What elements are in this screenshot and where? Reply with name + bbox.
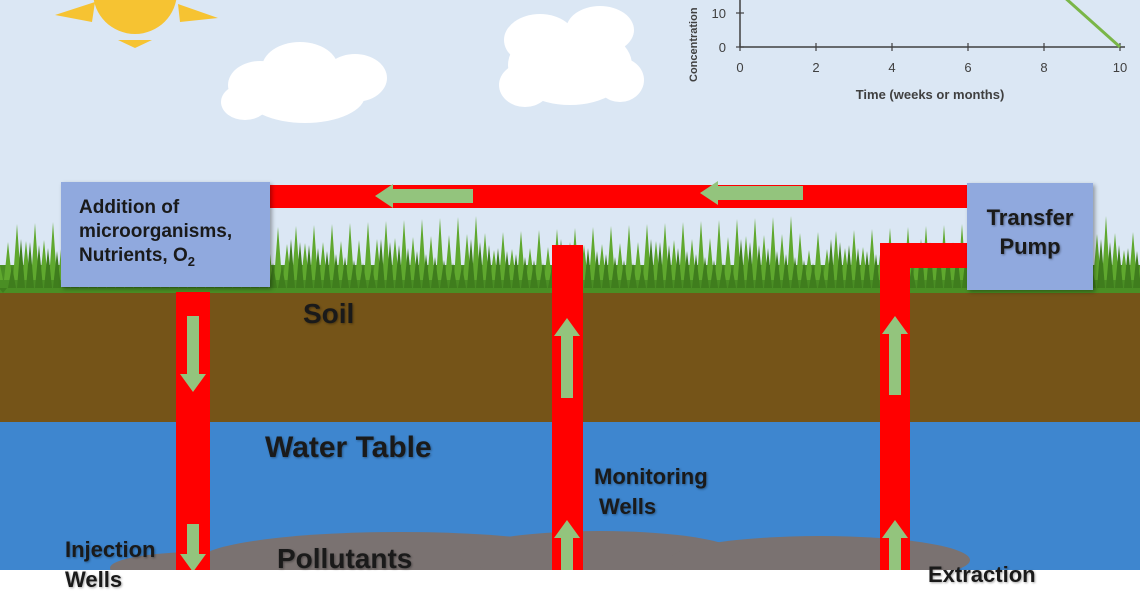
pollutants-label: Pollutants: [277, 543, 413, 574]
remediation-diagram: [0, 0, 1140, 570]
concentration-chart: 0 2 4 6 8 10 0 10 Time (weeks or months) Concen…: [688, 0, 1128, 102]
arrow-up-icon: [554, 318, 580, 398]
extraction-wells-label: Extraction: [928, 562, 1036, 587]
chart-y-tick-label: 0: [719, 40, 726, 55]
chart-series: [1065, 0, 1122, 49]
chart-y-tick-label: 10: [712, 6, 726, 21]
chart-ticks: 0 2 4 6 8 10 0 10: [712, 6, 1128, 75]
injection-wells-label: Injection Wells: [65, 535, 155, 595]
addition-line-1: Addition of: [79, 197, 180, 218]
flow-arrows: [180, 181, 908, 570]
chart-axes: [739, 0, 1125, 48]
chart-series-line: [1065, 0, 1122, 49]
transfer-line-1: Transfer: [986, 205, 1074, 230]
chart-x-tick-label: 10: [1113, 60, 1127, 75]
extraction-well-pipe: [880, 243, 910, 570]
addition-line-3-text: Nutrients, O: [79, 245, 188, 266]
chart-x-tick-label: 6: [964, 60, 971, 75]
chart-x-tick-label: 4: [888, 60, 895, 75]
injection-line-1: Injection: [65, 537, 156, 562]
soil-label: Soil: [303, 298, 355, 329]
chart-x-tick-label: 0: [736, 60, 743, 75]
cloud-icon: [499, 6, 644, 107]
addition-box: Addition of microorganisms, Nutrients, O…: [61, 182, 270, 287]
monitoring-line-1: Monitoring: [594, 464, 708, 489]
chart-x-tick-label: 2: [812, 60, 819, 75]
addition-label: Addition of microorganisms, Nutrients, O…: [79, 196, 232, 274]
extraction-to-pump-pipe: [880, 243, 970, 268]
water-table-label: Water Table: [265, 431, 432, 464]
transfer-line-2: Pump: [999, 234, 1061, 259]
arrow-down-icon: [180, 524, 206, 570]
monitoring-wells-label: Monitoring Wells: [594, 462, 708, 522]
chart-y-axis-label: Concentration: [688, 7, 700, 82]
transfer-pump-label: Transfer Pump: [967, 203, 1093, 261]
arrow-down-icon: [180, 316, 206, 392]
monitoring-well-pipe: [552, 245, 583, 570]
transfer-pump-box: Transfer Pump: [967, 183, 1093, 290]
chart-x-axis-label: Time (weeks or months): [856, 87, 1005, 102]
addition-line-3: Nutrients, O2: [79, 244, 232, 274]
chart-x-tick-label: 8: [1040, 60, 1047, 75]
arrow-left-icon: [700, 181, 803, 205]
sun-icon: [55, 0, 218, 48]
addition-line-2: microorganisms,: [79, 221, 233, 242]
arrow-up-icon: [554, 520, 580, 570]
arrow-up-icon: [882, 520, 908, 570]
cloud-icon: [221, 42, 387, 123]
monitoring-line-2: Wells: [599, 494, 657, 519]
top-return-pipe: [270, 185, 970, 208]
addition-line-3-sub: 2: [187, 253, 195, 269]
pollutant-plume: [110, 531, 970, 570]
arrow-up-icon: [882, 316, 908, 395]
arrow-left-icon: [375, 184, 473, 208]
